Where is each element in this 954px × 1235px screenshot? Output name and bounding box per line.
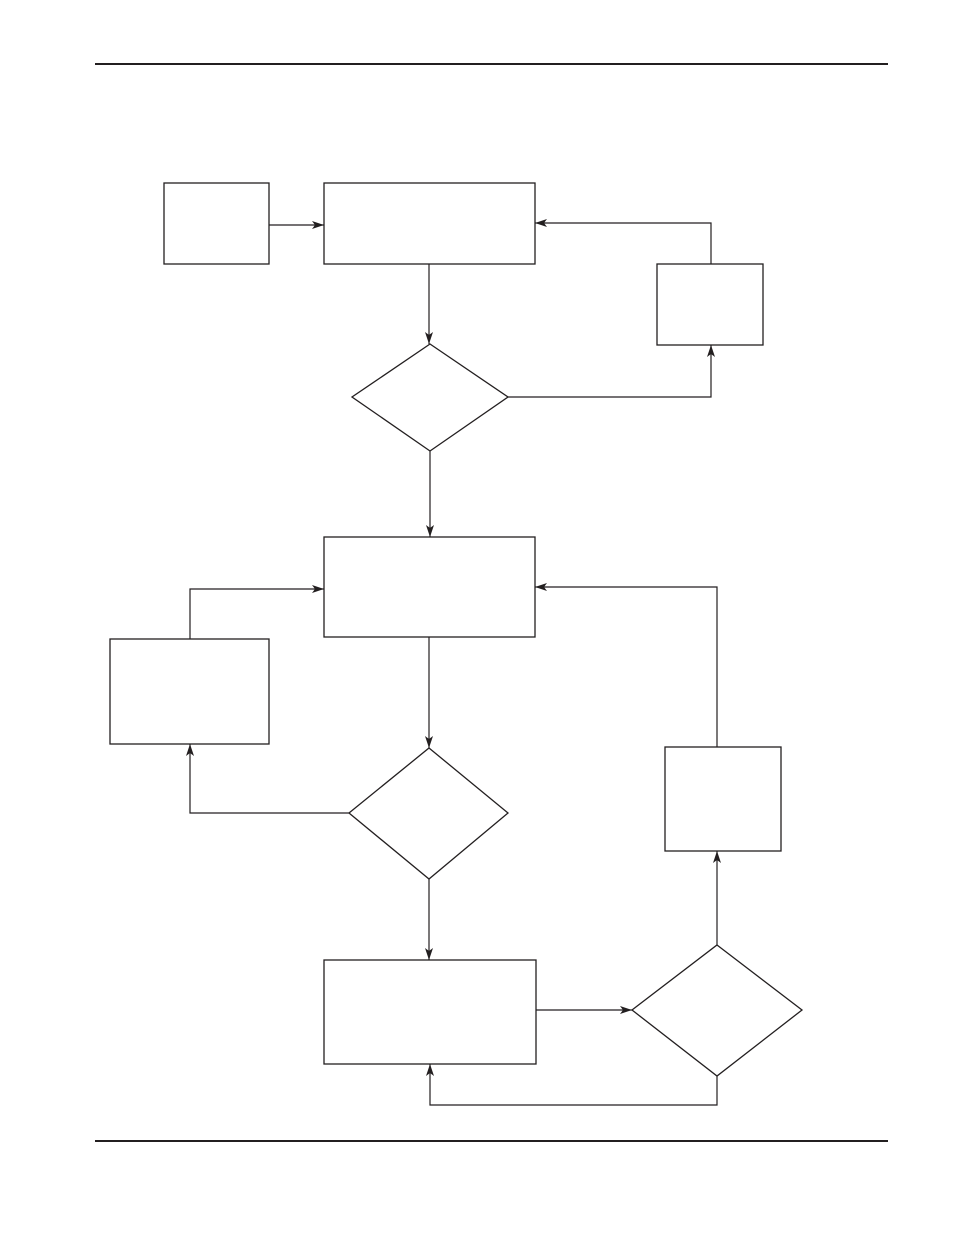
diamond-1 (350, 343, 510, 452)
arrow-diamond-2-to-box-e (186, 744, 349, 814)
box-f (323, 959, 537, 1065)
box-e (109, 638, 270, 745)
box-g (664, 746, 782, 852)
box-a (163, 182, 270, 265)
bottom-rule (95, 1140, 888, 1142)
box-c (656, 263, 764, 346)
diamond-3 (630, 944, 804, 1077)
arrow-box-g-to-box-d (535, 583, 718, 747)
box-b (323, 182, 536, 265)
top-rule (95, 63, 888, 65)
arrow-diamond-1-to-box-c (508, 345, 715, 398)
arrow-box-c-to-box-b (535, 219, 712, 264)
arrow-diamond-3-to-box-f (426, 1064, 718, 1106)
box-d (323, 536, 536, 638)
arrow-box-e-to-box-d (189, 585, 324, 639)
diamond-2 (347, 747, 510, 880)
